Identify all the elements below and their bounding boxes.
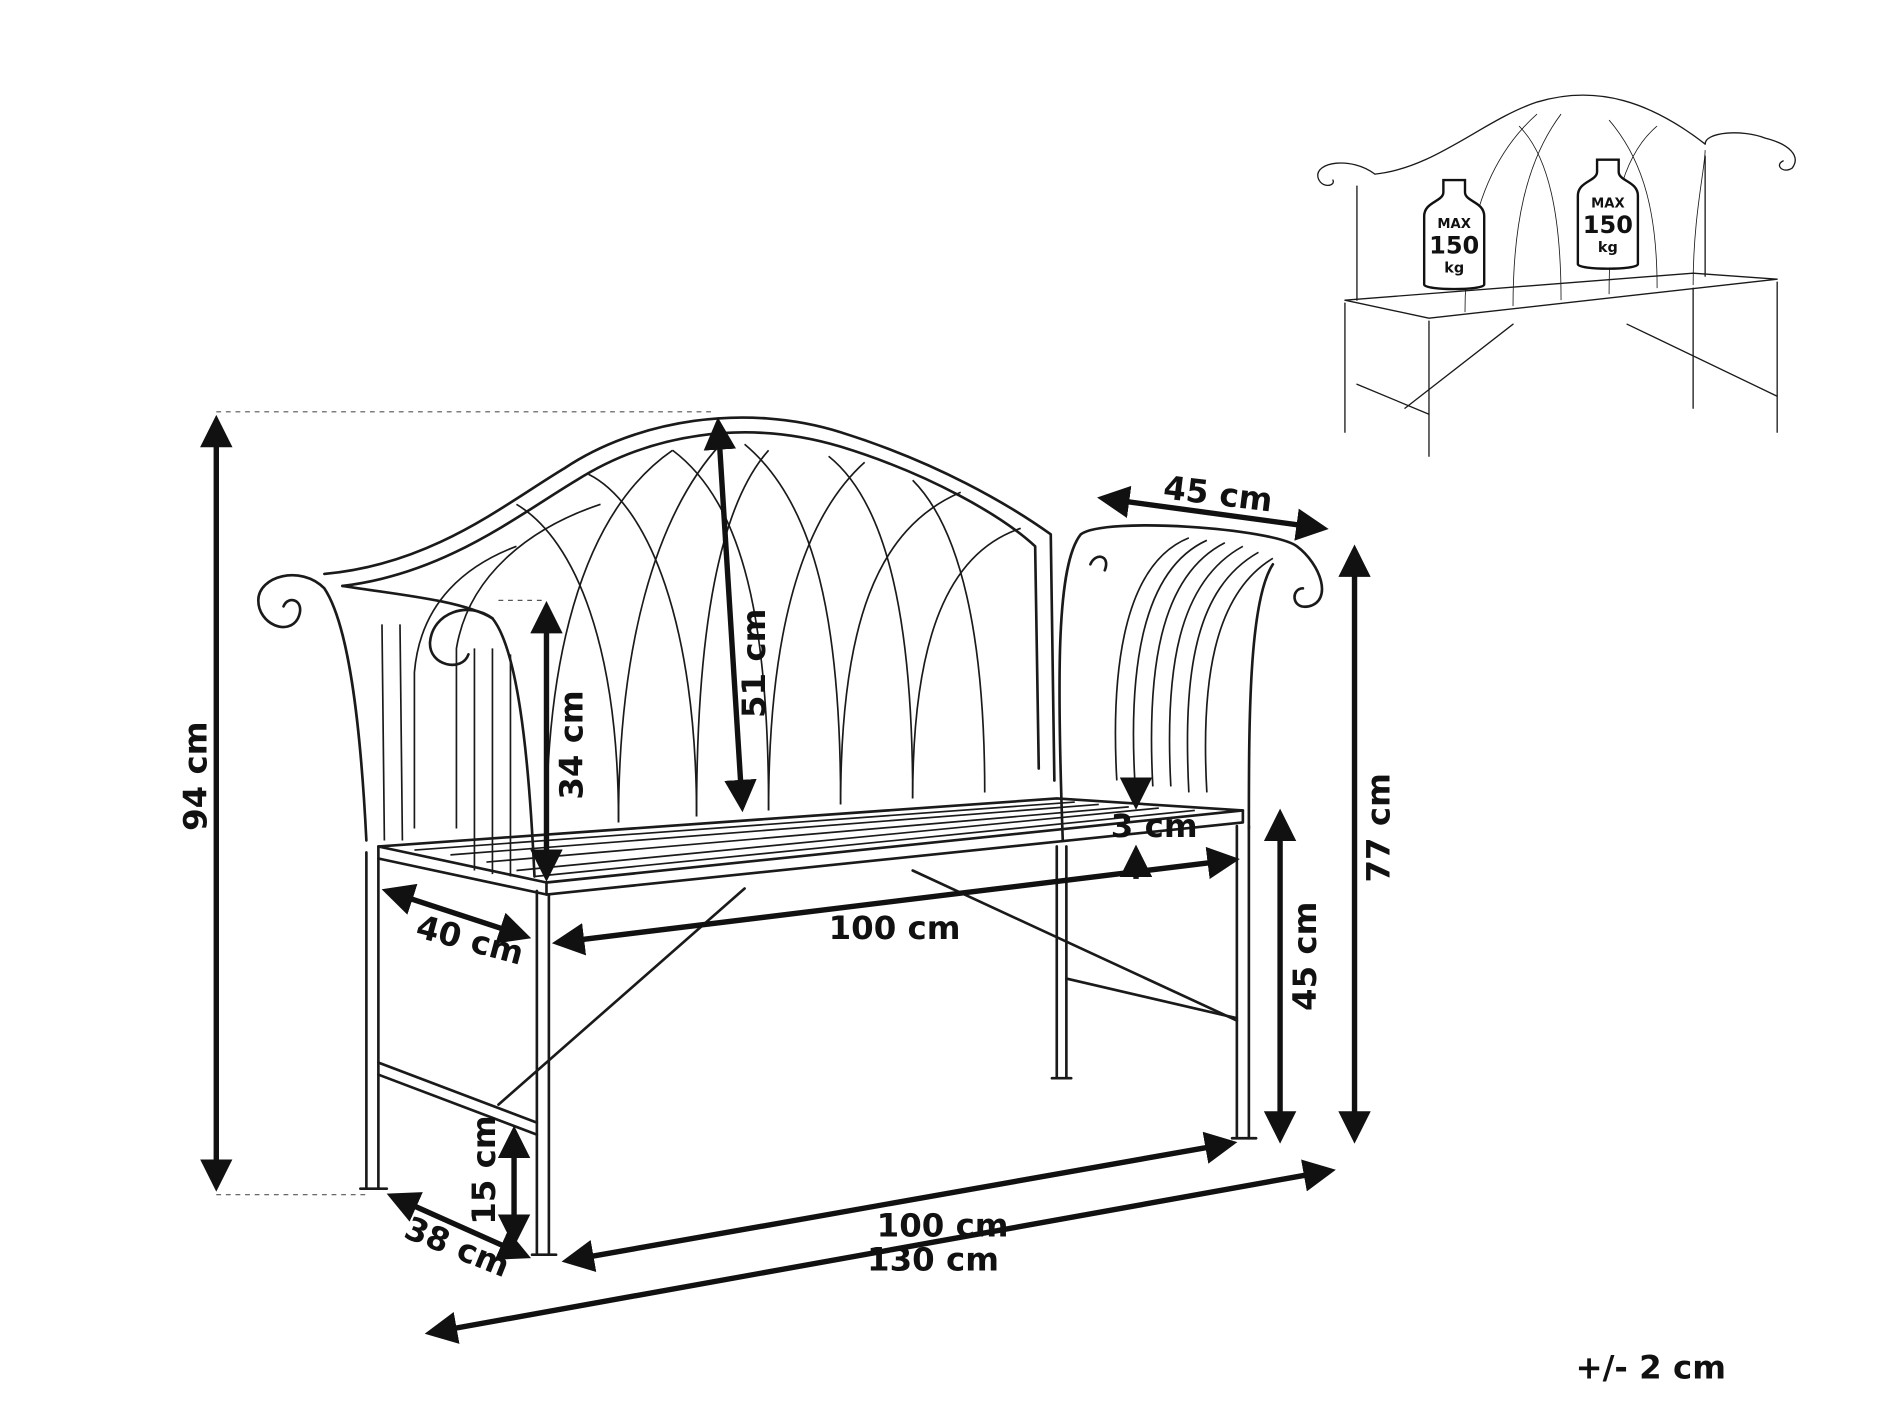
- weight-value: 150: [1429, 231, 1479, 259]
- inset-bench-load: [1317, 94, 1796, 457]
- dim-total-width: 130 cm: [867, 1240, 999, 1278]
- dim-leg-span: 100 cm: [877, 1207, 1009, 1245]
- weight-value: 150: [1583, 211, 1633, 239]
- dim-armrest-height: 77 cm: [1359, 773, 1397, 882]
- dim-total-height: 94 cm: [177, 722, 215, 831]
- dim-backrest-height: 51 cm: [735, 609, 773, 718]
- weight-max-label: MAX: [1437, 217, 1471, 232]
- dim-seat-width: 100 cm: [829, 909, 961, 947]
- dim-seat-height: 45 cm: [1286, 902, 1324, 1011]
- weight-icon-left: MAX 150 kg: [1422, 178, 1486, 291]
- weight-unit: kg: [1598, 240, 1618, 256]
- dimension-arrows: [200, 414, 1371, 1344]
- tolerance-note: +/- 2 cm: [1575, 1348, 1726, 1386]
- dim-armrest-above-seat: 34 cm: [552, 690, 590, 799]
- dim-armrest-depth: 45 cm: [1161, 469, 1274, 520]
- weight-max-label: MAX: [1591, 197, 1625, 212]
- dim-seat-thickness: 3 cm: [1111, 807, 1198, 845]
- dim-stretcher-height: 15 cm: [465, 1115, 503, 1224]
- weight-unit: kg: [1444, 261, 1464, 277]
- weight-icon-right: MAX 150 kg: [1576, 158, 1640, 270]
